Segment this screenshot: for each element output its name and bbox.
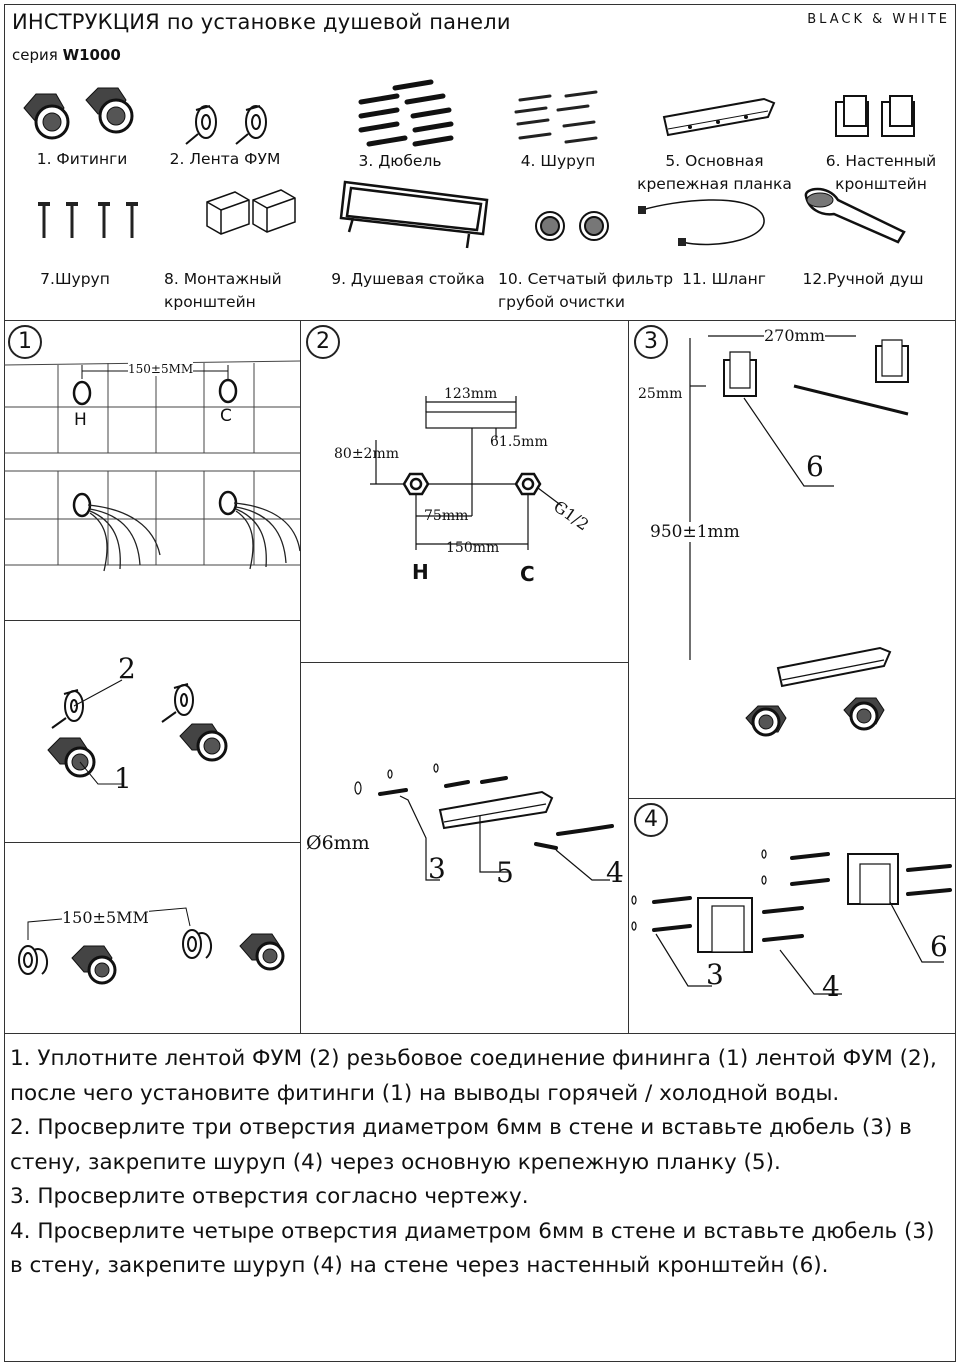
brand-logo: BLACK & WHITE	[807, 12, 950, 27]
instructions-text: 1. Уплотните лентой ФУМ (2) резьбовое со…	[10, 1042, 950, 1284]
instruction-1: 1. Уплотните лентой ФУМ (2) резьбовое со…	[10, 1046, 937, 1106]
drill-diameter: Ø6mm	[306, 832, 370, 854]
instruction-4: 4. Просверлите четыре отверстия диаметро…	[10, 1218, 935, 1279]
hose-icon	[638, 199, 765, 246]
step1-tape-fitting	[47, 679, 228, 785]
part-label-2: 2. Лента ФУМ	[169, 150, 281, 168]
row-divider-left-2	[4, 842, 300, 843]
series-line: серия W1000	[12, 46, 121, 64]
dim-270: 270mm	[764, 326, 825, 345]
page-frame	[4, 4, 956, 1362]
fitting-icon	[23, 87, 134, 140]
step2-plate-assembly	[354, 763, 614, 881]
parts-divider	[4, 320, 956, 321]
row-divider-right	[628, 798, 956, 799]
step-2-badge: 2	[306, 325, 340, 359]
dim-123: 123mm	[444, 386, 498, 402]
step1-callout-tape: 2	[118, 652, 136, 685]
dim-25: 25mm	[638, 386, 683, 402]
document-title: ИНСТРУКЦИЯ по установке душевой панели	[12, 10, 511, 34]
series-label: серия	[12, 46, 58, 64]
row-divider-left-1	[4, 620, 300, 621]
wall-bracket-icon	[835, 95, 915, 137]
dim-615: 61.5mm	[490, 434, 548, 450]
dowel-icon	[358, 79, 454, 147]
step3-drawing	[689, 335, 909, 737]
part-label-3: 3. Дюбель	[358, 152, 442, 170]
part-label-7: 7.Шуруп	[40, 270, 110, 288]
part-label-1: 1. Фитинги	[36, 150, 128, 168]
col-divider-1	[300, 320, 301, 1033]
step1-callout-fitting: 1	[114, 762, 132, 795]
step4-callout-4: 4	[822, 970, 840, 1003]
part-label-5: 5. Основная крепежная планка	[637, 152, 792, 193]
tape-icon	[185, 105, 267, 145]
hot-label-1: H	[74, 410, 87, 430]
step2-callout-5: 5	[496, 856, 514, 889]
hand-shower-icon	[804, 187, 906, 244]
step4-callout-6: 6	[930, 930, 948, 963]
step-4-badge: 4	[634, 803, 668, 837]
step1-dim-bottom: 150±5MM	[62, 908, 149, 927]
part-label-12: 12.Ручной душ	[802, 270, 924, 288]
dim-950: 950±1mm	[650, 522, 740, 542]
instruction-2: 2. Просверлите три отверстия диаметром 6…	[10, 1115, 912, 1175]
dim-75: 75mm	[424, 508, 469, 524]
part-label-9: 9. Душевая стойка	[331, 270, 485, 288]
part-label-4: 4. Шуруп	[520, 152, 596, 170]
screw-7-icon	[38, 202, 138, 238]
mounting-plate-icon	[662, 97, 776, 137]
step-3-badge: 3	[634, 325, 668, 359]
step3-callout-6: 6	[806, 450, 824, 483]
instructions-divider	[4, 1033, 956, 1034]
step-1-badge: 1	[8, 325, 42, 359]
cold-label-2: C	[520, 562, 535, 586]
part-label-6: 6. Настенный кронштейн	[825, 152, 937, 193]
cold-label-1: C	[220, 406, 232, 426]
series-value: W1000	[62, 46, 121, 64]
hot-label-2: H	[412, 560, 429, 584]
dim-80: 80±2mm	[334, 446, 400, 462]
part-label-8: 8. Монтажный кронштейн	[164, 270, 282, 311]
shower-rack-icon	[339, 180, 489, 249]
step4-callout-3: 3	[706, 958, 724, 991]
part-label-10: 10. Сетчатый фильтр грубой очистки	[498, 270, 674, 311]
step4-drawing	[631, 849, 952, 995]
tile-wall-1	[3, 360, 301, 572]
step2-dimension-drawing	[370, 396, 563, 550]
row-divider-mid	[300, 662, 628, 663]
col-divider-2	[628, 320, 629, 1033]
dim-150: 150mm	[446, 540, 500, 556]
mounting-bracket-8-icon	[206, 189, 296, 235]
instruction-3: 3. Просверлите отверстия согласно чертеж…	[10, 1184, 529, 1209]
step2-callout-4: 4	[606, 856, 624, 889]
step2-callout-3: 3	[428, 852, 446, 885]
mesh-filter-icon	[535, 211, 609, 241]
part-label-11: 11. Шланг	[682, 270, 766, 288]
screw-icon	[514, 90, 598, 144]
step1-bottom-fittings	[18, 907, 285, 985]
step1-dim-top: 150±5MM	[128, 362, 194, 376]
